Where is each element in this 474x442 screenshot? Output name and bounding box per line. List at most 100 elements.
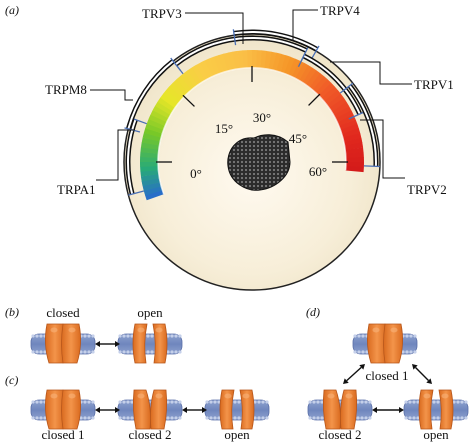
state-c-closed2-label: closed 2 — [129, 427, 172, 442]
state-d-closed2-label: closed 2 — [319, 427, 362, 442]
arrow-d-right — [412, 364, 432, 384]
color-arc-segment — [302, 67, 317, 86]
channel-protein — [219, 389, 255, 430]
color-arc-segment — [143, 185, 163, 196]
label-trpa1: TRPA1 — [57, 182, 96, 197]
color-arc-segment — [200, 60, 213, 79]
arrow-c-1 — [95, 407, 120, 413]
color-arc-segment — [315, 79, 332, 96]
panel-label-a: (a) — [5, 3, 19, 17]
band-trpv2-endcap — [339, 82, 354, 94]
arrow-head — [95, 341, 100, 347]
band-trpa1-endcap — [131, 117, 147, 125]
dial-pointer-knob — [227, 134, 291, 191]
color-arc-segment — [227, 51, 236, 71]
color-arc-segment — [187, 67, 202, 86]
channel-range-arcs — [124, 29, 380, 196]
color-arc-segment — [145, 123, 164, 134]
channel-protein — [45, 389, 81, 430]
channel-d-open — [403, 389, 469, 430]
color-arc-segment — [312, 76, 328, 93]
arrow-head — [182, 407, 187, 413]
color-arc-segment — [180, 72, 196, 91]
color-arc-segment — [140, 142, 160, 150]
color-arc-segment — [157, 97, 176, 112]
color-arc-segment — [326, 93, 344, 109]
tick-label-45: 45° — [289, 131, 307, 146]
band-trpv2-endcap — [363, 165, 380, 168]
color-arc-segment — [176, 75, 192, 93]
band-trpv2-inner — [348, 85, 377, 167]
color-arc-segment — [318, 82, 335, 99]
color-arc-segment — [328, 97, 347, 112]
color-arc-segment — [341, 128, 361, 139]
color-arc-segment — [344, 142, 364, 151]
leader-trpv1 — [330, 61, 412, 85]
color-arc-segment — [268, 51, 277, 71]
arrow-head — [115, 341, 120, 347]
state-b-open-label: open — [137, 305, 163, 320]
band-trpm8-inner — [127, 60, 174, 130]
band-trpv1-endcap — [297, 52, 307, 68]
color-arc-rim — [157, 67, 347, 195]
channel-protein — [132, 323, 168, 364]
leader-lines — [90, 9, 412, 181]
color-arc-segment — [143, 127, 163, 138]
color-arc-segment — [345, 147, 364, 155]
panel-label-d: (d) — [306, 305, 320, 319]
color-arc-segment — [291, 60, 304, 79]
leader-trpv4 — [292, 9, 318, 40]
color-arc-segment — [272, 52, 282, 72]
arrow-head — [202, 407, 207, 413]
channel-protein — [322, 389, 358, 430]
arrow-head — [399, 407, 404, 413]
color-arc-segment — [141, 137, 161, 146]
state-d-closed1-label: closed 1 — [366, 368, 409, 383]
color-arc-segment — [183, 70, 199, 88]
label-trpv3: TRPV3 — [142, 6, 182, 21]
leader-trpv3 — [185, 12, 244, 44]
state-d-open-label: open — [423, 427, 449, 442]
channel-protein — [45, 323, 81, 364]
color-arc-segment — [148, 114, 167, 127]
state-c-open-label: open — [224, 427, 250, 442]
arrow-head — [95, 407, 100, 413]
leader-trpa1 — [96, 129, 135, 181]
color-arc-segment — [280, 55, 291, 74]
band-trpv4-endcap — [310, 45, 320, 61]
color-arc-segment — [333, 106, 352, 119]
arrow-head — [426, 378, 432, 384]
color-arc-segment — [169, 82, 186, 99]
color-arc-segment — [237, 50, 245, 69]
band-trpv3-endcap — [172, 60, 184, 75]
band-trpa1-inner — [127, 119, 137, 195]
panel-label-c: (c) — [5, 373, 18, 387]
arrow-shaft — [346, 366, 362, 382]
color-arc-segment — [150, 110, 169, 123]
color-arc-segment — [152, 105, 171, 119]
color-arc-segment — [155, 101, 173, 116]
band-trpv4-inner — [233, 31, 318, 51]
color-arc-segment — [309, 73, 325, 91]
color-arc-segment — [337, 114, 356, 127]
color-arc-segment — [140, 147, 159, 154]
color-arc-segment — [196, 62, 209, 81]
color-arc-segment — [166, 86, 183, 102]
arrow-d-left — [343, 364, 365, 384]
tick-label-0: 0° — [190, 166, 202, 181]
color-arc-segment — [284, 56, 296, 76]
arrow-head — [115, 407, 120, 413]
membrane — [403, 399, 469, 421]
channel-protein — [367, 323, 403, 364]
band-trpv1-endcap — [348, 111, 364, 120]
color-arc-segment — [209, 56, 221, 76]
color-arc-segment — [191, 64, 206, 83]
color-arc-segment — [146, 118, 166, 130]
channel-d-closed2 — [307, 389, 373, 430]
dial-tick-marks — [156, 66, 348, 163]
state-b-closed-label: closed — [46, 305, 80, 320]
label-trpv4: TRPV4 — [320, 3, 360, 18]
arrow-head — [372, 407, 377, 413]
band-trpv1-inner — [303, 55, 361, 115]
arrow-head — [412, 364, 418, 370]
